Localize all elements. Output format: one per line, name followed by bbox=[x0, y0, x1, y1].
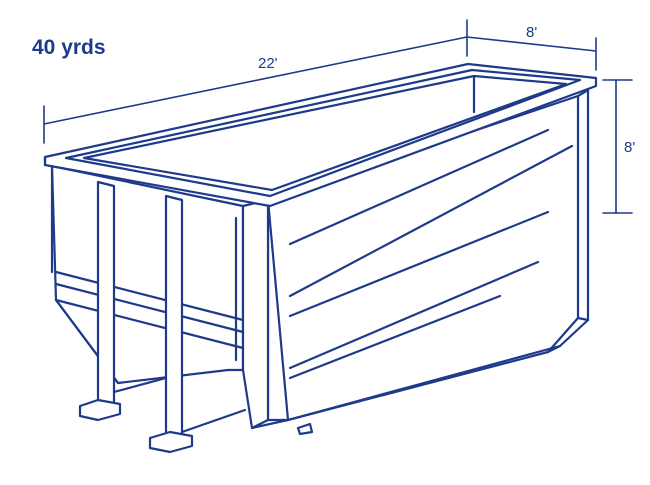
height-dimension: 8' bbox=[602, 79, 635, 214]
roll-off-dumpster-icon bbox=[43, 62, 598, 454]
width-dimension: 8' bbox=[466, 24, 597, 71]
skid-foot-left bbox=[78, 398, 122, 422]
left-end-panel bbox=[50, 164, 245, 385]
height-label: 8' bbox=[624, 139, 635, 156]
capacity-label: 40 yrds bbox=[32, 36, 106, 59]
length-label: 22' bbox=[258, 55, 278, 72]
length-dimension: 22' bbox=[43, 19, 468, 144]
width-label: 8' bbox=[526, 24, 537, 41]
skid-foot-right bbox=[148, 430, 194, 454]
